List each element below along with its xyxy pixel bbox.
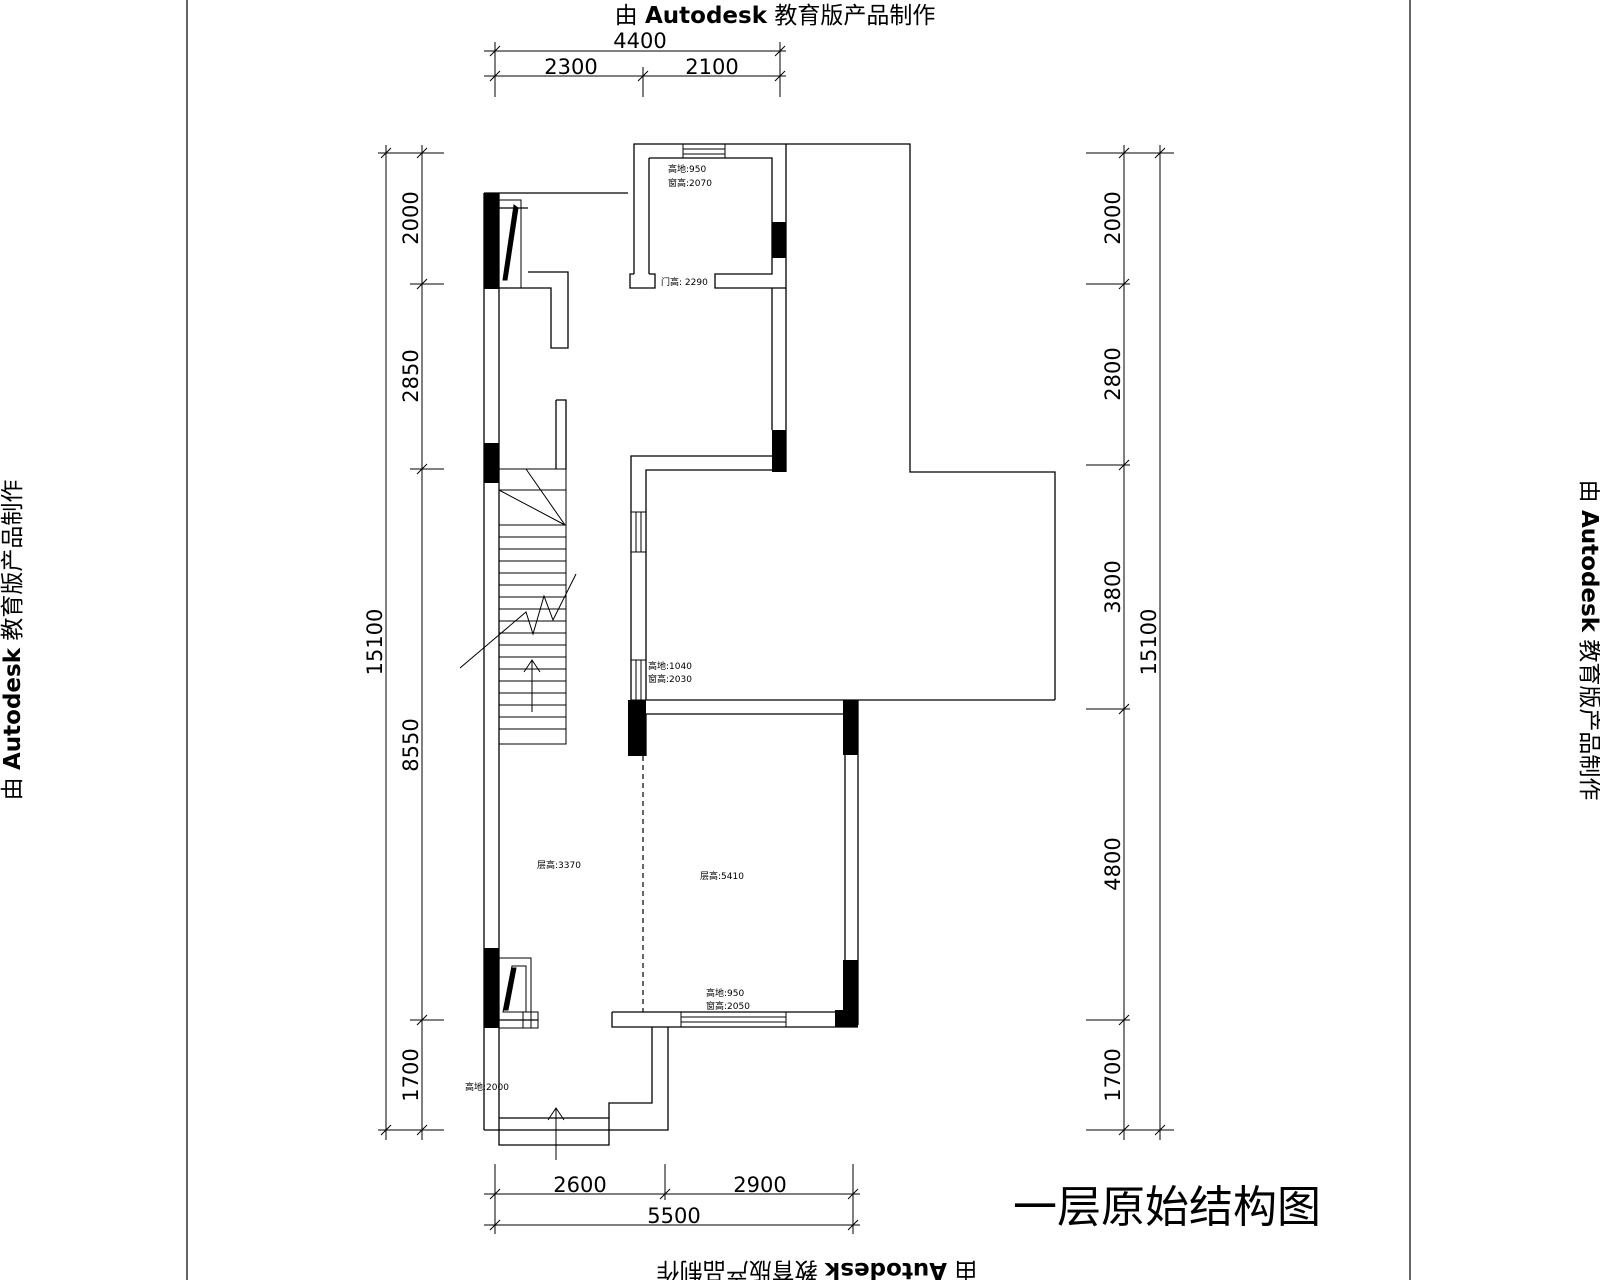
- dim-right-segment-5: 1700: [1101, 1048, 1125, 1101]
- note-window-mid-sill: 高地:1040: [648, 660, 692, 672]
- chimney-symbols: [498, 199, 539, 1029]
- note-entry-sill: 高地:2000: [465, 1081, 509, 1093]
- stair-treads: [499, 524, 566, 730]
- dim-right-total: 15100: [1137, 609, 1161, 676]
- dim-right-segment-3: 3800: [1101, 560, 1125, 613]
- dim-top-segment-2: 2100: [685, 55, 738, 79]
- dim-top-segment-1: 2300: [544, 55, 597, 79]
- note-floor-height-right: 层高:5410: [700, 870, 744, 882]
- staircase: [459, 468, 577, 745]
- dimension-lines: [378, 42, 1174, 1234]
- note-window-mid-height: 窗高:2030: [648, 673, 692, 685]
- watermark-right: 由 Autodesk 教育版产品制作: [1576, 480, 1600, 801]
- note-window-top-sill: 高地:950: [668, 163, 706, 175]
- dim-left-segment-2: 2850: [399, 349, 423, 402]
- dim-right-segment-1: 2000: [1101, 191, 1125, 244]
- watermark-top: 由 Autodesk 教育版产品制作: [615, 3, 936, 29]
- dim-left-segment-1: 2000: [399, 191, 423, 244]
- watermark-left: 由 Autodesk 教育版产品制作: [0, 480, 26, 801]
- dim-right-segment-2: 2800: [1101, 347, 1125, 400]
- dim-bottom-total: 5500: [647, 1204, 700, 1228]
- dim-left-total: 15100: [363, 609, 387, 676]
- watermark-bottom: 由 Autodesk 教育版产品制作: [657, 1257, 978, 1280]
- note-door-height: 门高: 2290: [661, 276, 708, 288]
- dim-bottom-segment-2: 2900: [733, 1173, 786, 1197]
- entry-arrow-icon: [547, 1107, 565, 1160]
- windows: [630, 143, 787, 1028]
- dim-bottom-segment-1: 2600: [553, 1173, 606, 1197]
- note-window-top-height: 窗高:2070: [668, 177, 712, 189]
- structural-columns: [484, 193, 858, 1028]
- note-floor-height-left: 层高:3370: [537, 859, 581, 871]
- dim-left-segment-3: 8550: [399, 718, 423, 771]
- drawing-frame: [186, 0, 1411, 1280]
- dim-right-segment-4: 4800: [1101, 837, 1125, 890]
- dim-left-segment-4: 1700: [399, 1048, 423, 1101]
- note-window-bottom-sill: 高地:950: [706, 987, 744, 999]
- dim-top-total: 4400: [613, 29, 666, 53]
- drawing-title: 一层原始结构图: [1013, 1182, 1321, 1233]
- plan-walls: [483, 143, 1056, 1146]
- note-window-bottom-height: 窗高:2050: [706, 1000, 750, 1012]
